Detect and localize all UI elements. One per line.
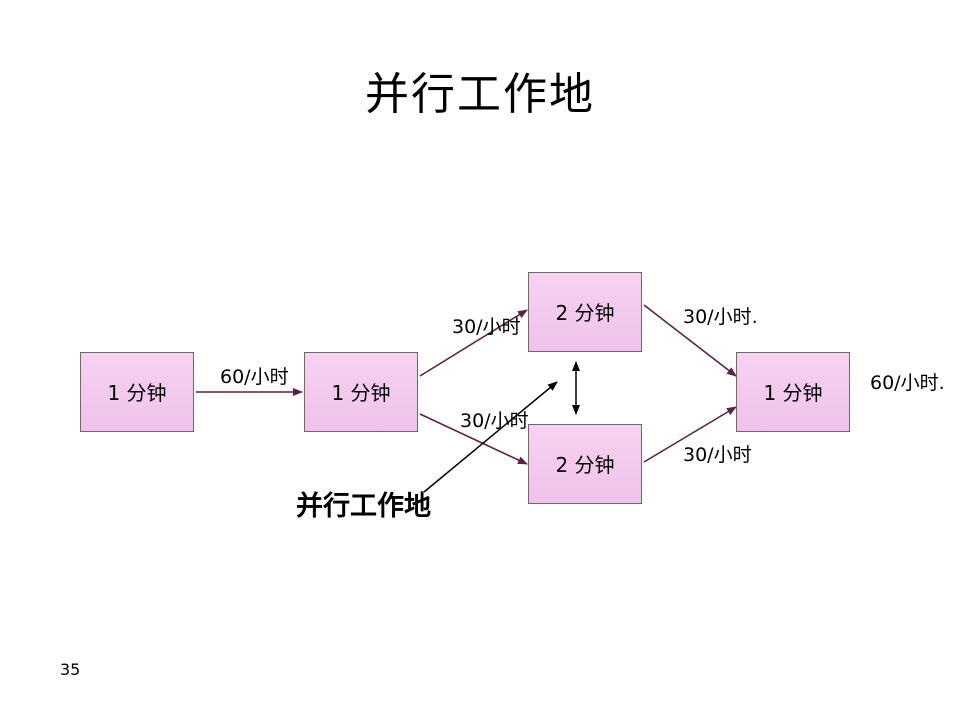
arrow-s4-s5 [643,406,737,463]
slide-title: 并行工作地 [365,69,595,120]
callout-arrow [423,381,558,493]
station-3-upper: 2 分钟 [528,272,642,352]
arrow-s3-s5 [643,304,737,377]
page-number: 35 [60,660,81,679]
station-1: 1 分钟 [80,352,194,432]
flow-label-input: 60/小时 [220,366,289,388]
flow-label-upper-out: 30/小时. [683,306,758,328]
station-2: 1 分钟 [304,352,418,432]
flow-label-to-upper: 30/小时 [452,316,521,338]
arrow-s2-s3 [419,309,528,377]
flow-label-to-lower: 30/小时 [460,410,529,432]
flow-label-lower-out: 30/小时 [683,444,752,466]
flow-label-output: 60/小时. [870,372,945,394]
station-5: 1 分钟 [736,352,850,432]
arrow-s2-s4 [419,413,528,465]
callout-label: 并行工作地 [296,491,431,522]
station-4-lower: 2 分钟 [528,424,642,504]
